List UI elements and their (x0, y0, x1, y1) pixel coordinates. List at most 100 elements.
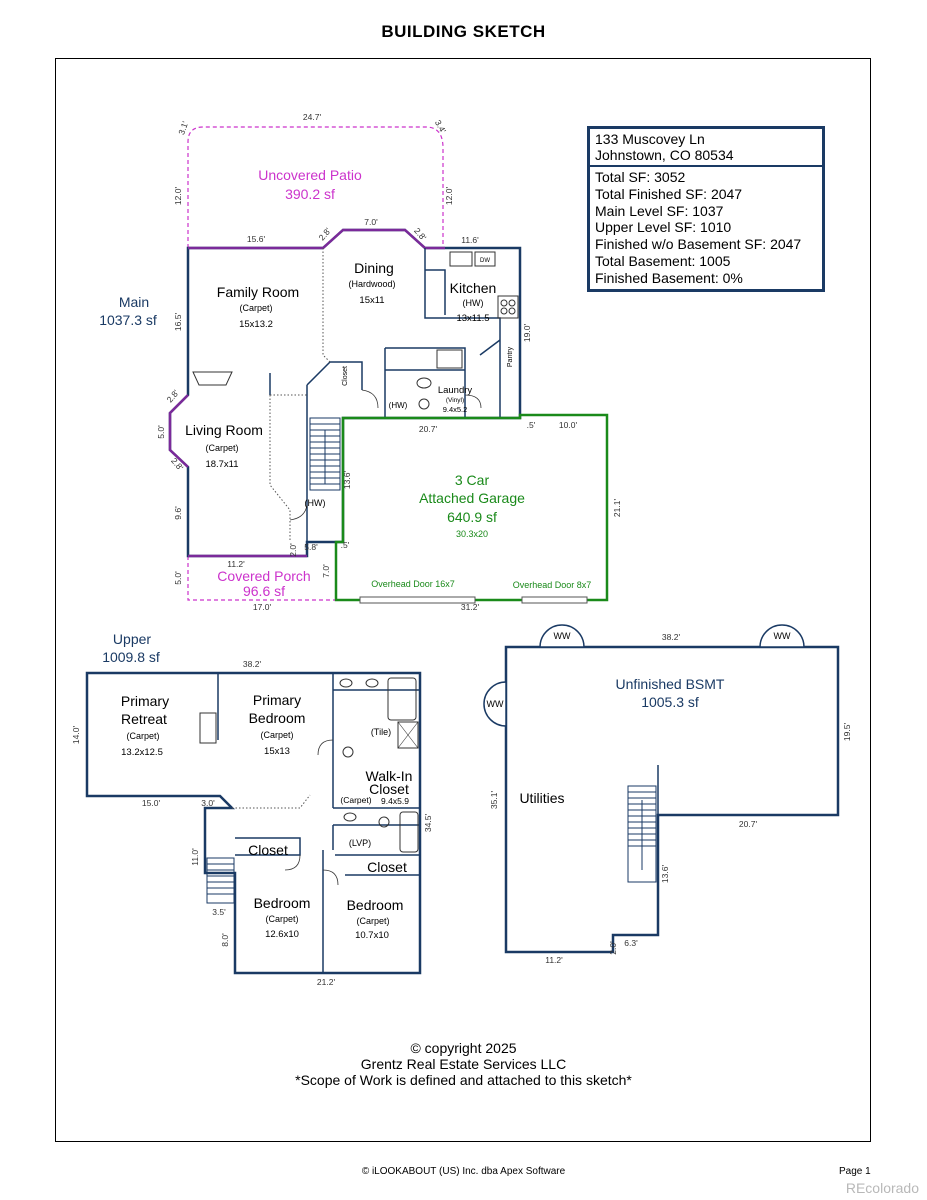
dim-label: 15.6' (247, 234, 266, 244)
laundry-sink-icon (416, 377, 432, 389)
stat-total-finished-sf: Total Finished SF: 2047 (595, 185, 743, 202)
walkin-dims: 9.4x5.9 (381, 796, 409, 806)
family-room-dims: 15x13.2 (239, 319, 273, 330)
porch-area: 96.6 sf (243, 583, 285, 599)
basement-level: WW WW WW Unfinished BSMT 1005.3 sf Utili… (483, 624, 852, 965)
dim-label: 24.7' (303, 112, 322, 122)
primary-bedroom-dims: 15x13 (264, 746, 290, 757)
bedroom2-name: Bedroom (347, 897, 404, 913)
dim-label: 5.0' (156, 425, 166, 439)
living-wall-accent (168, 394, 189, 468)
toilet-icon (342, 746, 354, 758)
dim-label: 9.6' (173, 506, 183, 520)
range-burner-icon (508, 299, 516, 307)
door-swing (317, 739, 334, 756)
closet-label: Closet (248, 842, 288, 858)
stat-main-level-sf: Main Level SF: 1037 (595, 202, 724, 219)
window-well-icon (759, 624, 805, 648)
upper-level-area: 1009.8 sf (102, 649, 160, 665)
kitchen-walls (424, 248, 501, 340)
dim-label: 19.0' (522, 324, 532, 343)
stats-block: Total SF: 3052 Total Finished SF: 2047 M… (590, 167, 822, 289)
ww-label: WW (774, 631, 791, 641)
patio-wall-accent (188, 228, 445, 250)
garage-name-line2: Attached Garage (419, 490, 525, 506)
kitchen-floor: (HW) (463, 298, 484, 308)
page-title: BUILDING SKETCH (381, 22, 546, 41)
living-room-floor: (Carpet) (205, 443, 238, 453)
dim-label: 3.5' (212, 907, 226, 917)
bedroom2-floor: (Carpet) (356, 916, 389, 926)
bedroom1-floor: (Carpet) (265, 914, 298, 924)
dim-label: 35.1' (489, 791, 499, 810)
washer-icon (436, 349, 463, 369)
fireplace (192, 371, 233, 386)
main-level-name: Main (119, 294, 149, 310)
porch-name: Covered Porch (217, 568, 310, 584)
laundry-dims: 9.4x5.2 (443, 405, 468, 414)
dim-label: 16.5' (173, 313, 183, 332)
upper-interior-walls (217, 673, 421, 973)
dim-label: 15.0' (142, 798, 161, 808)
dining-name: Dining (354, 260, 394, 276)
copyright-line3: *Scope of Work is defined and attached t… (295, 1072, 632, 1088)
address-block: 133 Muscovey Ln Johnstown, CO 80534 (590, 129, 822, 167)
dim-label: 7.0' (321, 564, 331, 578)
bedroom1-name: Bedroom (254, 895, 311, 911)
dim-label: 11.2' (545, 955, 563, 965)
primary-bedroom-line1: Primary (253, 692, 301, 708)
stat-total-sf: Total SF: 3052 (595, 169, 686, 185)
dim-label: 10.0' (559, 420, 578, 430)
living-room-dims: 18.7x11 (205, 459, 238, 470)
shower-icon (397, 721, 419, 749)
hw-label: (HW) (389, 401, 408, 410)
ww-label: WW (487, 699, 504, 709)
copyright-block: © copyright 2025 Grentz Real Estate Serv… (0, 1040, 927, 1088)
dim-label: 2.0' (608, 941, 618, 955)
range-burner-icon (500, 299, 508, 307)
patio-name: Uncovered Patio (258, 167, 362, 183)
sink-icon (343, 812, 357, 822)
closet-label: Closet (342, 366, 349, 386)
door-swing (464, 394, 482, 409)
tile-label: (Tile) (371, 727, 391, 737)
dim-label: 5.8' (304, 542, 318, 552)
primary-bedroom-line2: Bedroom (249, 710, 306, 726)
dim-label: 12.0' (444, 187, 454, 206)
overhead-door-large (359, 596, 476, 604)
open-division-lines (269, 248, 331, 542)
dim-label: 2.8' (165, 387, 182, 404)
address-line2: Johnstown, CO 80534 (595, 147, 734, 163)
dim-label: 13.6' (660, 865, 670, 884)
dim-label: 20.7' (419, 424, 438, 434)
sink-icon (449, 251, 473, 267)
dim-label: 3.0' (201, 798, 215, 808)
retreat-fireplace (199, 712, 217, 744)
door-swing (322, 869, 339, 886)
garage-dims: 30.3x20 (456, 529, 488, 539)
dim-label: .5' (341, 540, 350, 550)
basement-area: 1005.3 sf (641, 694, 699, 710)
dim-label: 38.2' (662, 632, 681, 642)
main-level: Main 1037.3 sf Uncovered Patio 390.2 sf … (99, 112, 622, 612)
pantry-label: Pantry (507, 346, 514, 367)
pantry-walls (479, 339, 501, 418)
dim-label: 2.8' (169, 456, 186, 473)
laundry-name: Laundry (438, 385, 473, 396)
footer-page: Page 1 (839, 1166, 871, 1177)
range-burner-icon (508, 307, 516, 315)
dim-label: 7.0' (364, 217, 378, 227)
primary-bedroom-floor: (Carpet) (260, 730, 293, 740)
window-well-icon (483, 681, 507, 727)
watermark: REcolorado (845, 1180, 919, 1196)
bedroom2-dims: 10.7x10 (355, 930, 389, 941)
toilet-icon (378, 816, 390, 828)
door-swing (289, 504, 308, 521)
door-swing (361, 389, 379, 409)
window-well-icon (539, 624, 585, 648)
bathtub-icon (387, 677, 417, 721)
main-level-area: 1037.3 sf (99, 312, 157, 328)
basement-walls (504, 645, 840, 954)
dim-label: 19.5' (842, 723, 852, 742)
dining-floor: (Hardwood) (348, 279, 395, 289)
